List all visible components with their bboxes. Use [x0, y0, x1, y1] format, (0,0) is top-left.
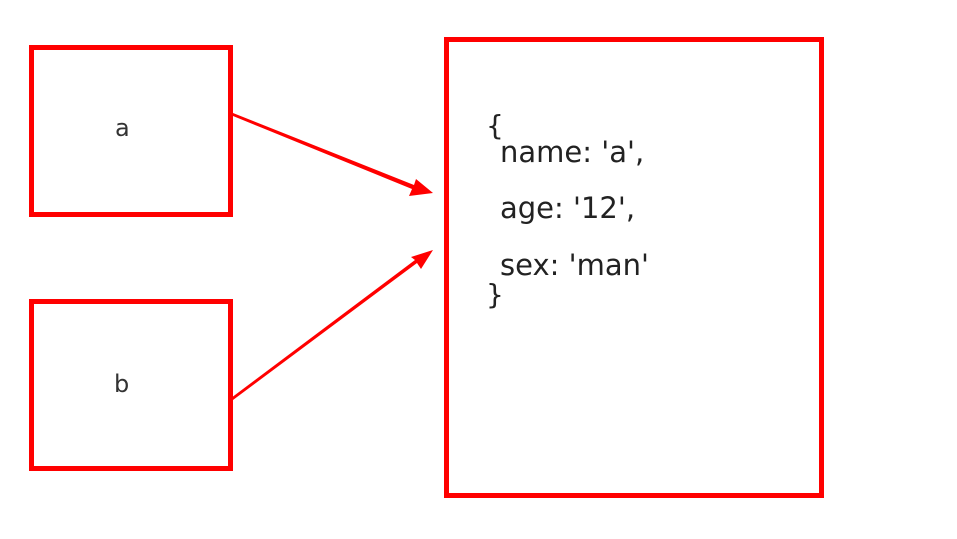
object-property-sex: sex: 'man' — [500, 248, 649, 282]
heap-object-box — [444, 37, 824, 498]
variable-a-label: a — [115, 114, 130, 142]
arrow-b-to-object — [231, 250, 433, 400]
variable-b-box — [29, 299, 233, 471]
object-close-brace: } — [486, 278, 504, 311]
object-property-name: name: 'a', — [500, 135, 645, 169]
arrow-a-to-object — [233, 113, 433, 196]
object-open-brace: { — [486, 109, 504, 142]
variable-b-label: b — [114, 370, 130, 398]
object-property-age: age: '12', — [500, 191, 636, 225]
variable-a-box — [29, 45, 233, 217]
